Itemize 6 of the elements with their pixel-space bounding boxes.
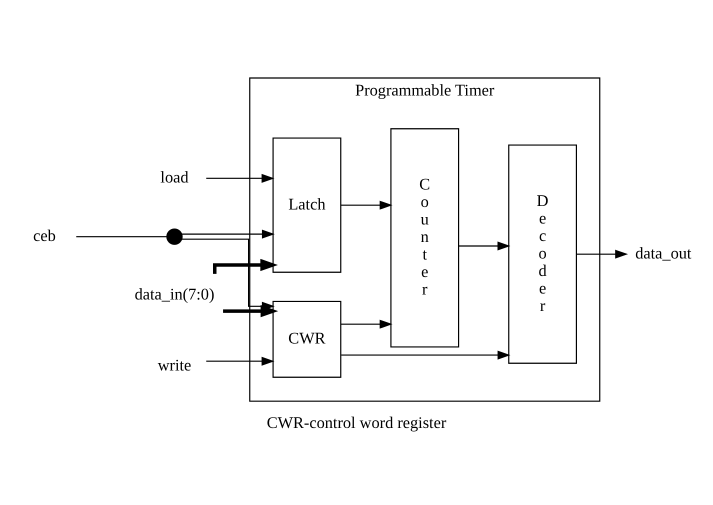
node-text: data_out [635,242,692,262]
node-text: write [158,354,192,374]
node-text: data_in(7:0) [134,284,214,303]
node-text: ceb [33,225,56,244]
node-text: load [160,167,189,186]
caption: CWR-control word register [266,412,446,432]
